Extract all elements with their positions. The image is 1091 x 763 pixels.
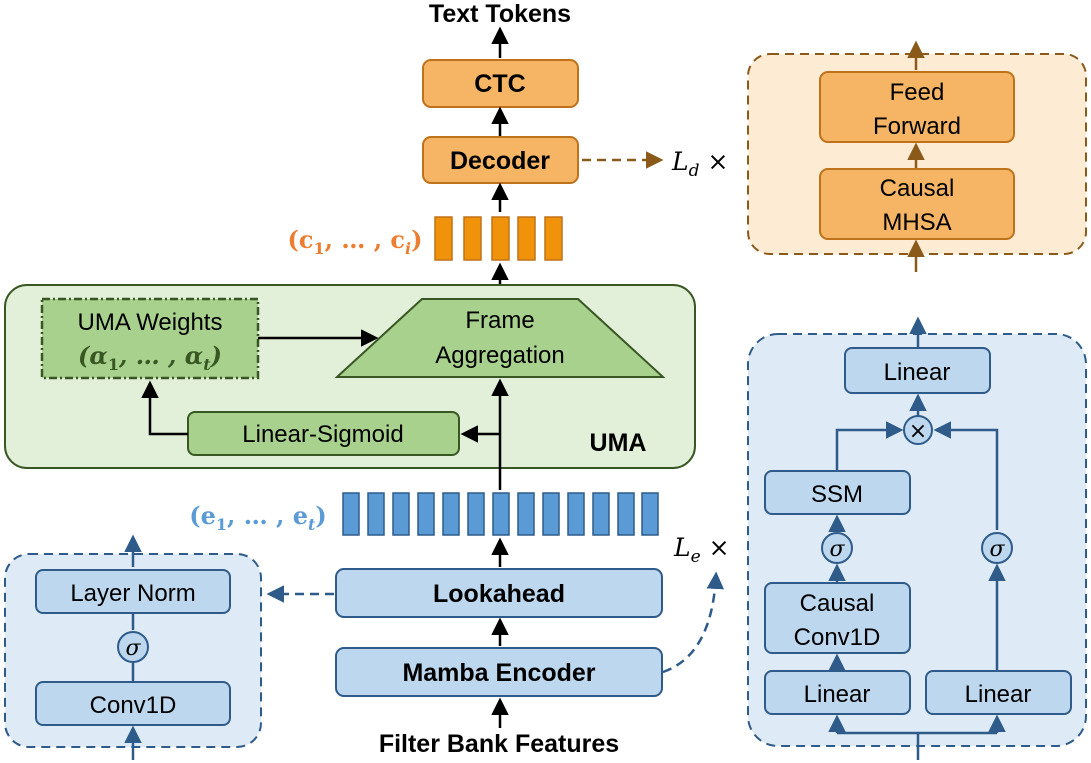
e-token	[392, 492, 410, 536]
c-token	[517, 216, 536, 261]
c-token	[463, 216, 482, 261]
c-token	[434, 216, 453, 261]
encoder-repeat-label: Le ×	[673, 533, 730, 567]
multiply-symbol: ×	[909, 419, 927, 444]
text-tokens-label: Text Tokens	[429, 0, 571, 28]
e-token	[442, 492, 460, 536]
causal-conv-line2: Conv1D	[794, 624, 881, 651]
e-token	[417, 492, 435, 536]
alpha-sequence-label: (α1, … , αt)	[78, 341, 222, 374]
e-token	[542, 492, 560, 536]
c-token	[491, 216, 510, 261]
causal-mhsa-line1: Causal	[880, 175, 955, 202]
mamba-encoder-label: Mamba Encoder	[402, 659, 595, 687]
c-token-sequence	[434, 216, 563, 261]
sigma-node-left	[821, 532, 853, 564]
sigma-left-symbol: σ	[829, 537, 845, 562]
e-sequence-label: (e1, … , et)	[189, 501, 327, 534]
sigma-right-symbol: σ	[989, 537, 1005, 562]
e-token	[492, 492, 510, 536]
e-token	[567, 492, 585, 536]
linear-sigmoid-label: Linear-Sigmoid	[242, 421, 403, 448]
linear-right-label: Linear	[965, 681, 1032, 708]
ssm-label: SSM	[811, 481, 863, 508]
e-token	[592, 492, 610, 536]
c-sequence-label: (c1, … , ci)	[288, 225, 423, 258]
conv1d-label: Conv1D	[90, 692, 177, 719]
causal-mhsa-block	[819, 168, 1015, 240]
frame-aggregation-line2: Aggregation	[435, 342, 564, 369]
uma-weights-label: UMA Weights	[78, 309, 223, 336]
feed-forward-line1: Feed	[890, 79, 945, 106]
e-token-sequence	[342, 492, 659, 536]
e-token	[617, 492, 635, 536]
feed-forward-block	[819, 71, 1015, 143]
c-token	[544, 216, 563, 261]
decoder-label: Decoder	[450, 147, 550, 175]
lookahead-label: Lookahead	[433, 580, 565, 608]
multiply-node	[903, 415, 933, 445]
uma-weights-box	[40, 297, 260, 380]
frame-aggregation-block	[334, 298, 666, 378]
sigma-node-right	[981, 532, 1013, 564]
decoder-repeat-label: Ld ×	[671, 147, 728, 181]
ctc-label: CTC	[474, 70, 525, 98]
e-token	[517, 492, 535, 536]
linear-left-block	[764, 670, 911, 715]
mamba-encoder-block	[335, 647, 663, 697]
frame-aggregation-line1: Frame	[465, 307, 534, 334]
feed-forward-line2: Forward	[873, 113, 961, 140]
lookahead-block	[335, 568, 663, 618]
linear-top-block	[844, 347, 991, 394]
sigma-node-lookahead	[117, 631, 149, 663]
conv1d-block	[35, 681, 231, 726]
sigma-lookahead-symbol: σ	[125, 636, 141, 661]
linear-top-label: Linear	[884, 359, 951, 386]
e-token	[342, 492, 360, 536]
e-token	[641, 492, 659, 536]
linear-left-label: Linear	[804, 681, 871, 708]
e-token	[467, 492, 485, 536]
ssm-block	[764, 470, 911, 515]
e-token	[367, 492, 385, 536]
layer-norm-block	[35, 569, 231, 614]
causal-conv-line1: Causal	[800, 590, 875, 617]
filter-bank-features-label: Filter Bank Features	[379, 730, 619, 758]
causal-conv1d-block	[764, 582, 911, 654]
layer-norm-label: Layer Norm	[70, 580, 195, 607]
causal-mhsa-line2: MHSA	[882, 209, 951, 236]
linear-right-block	[925, 670, 1072, 715]
uma-label: UMA	[590, 429, 647, 457]
